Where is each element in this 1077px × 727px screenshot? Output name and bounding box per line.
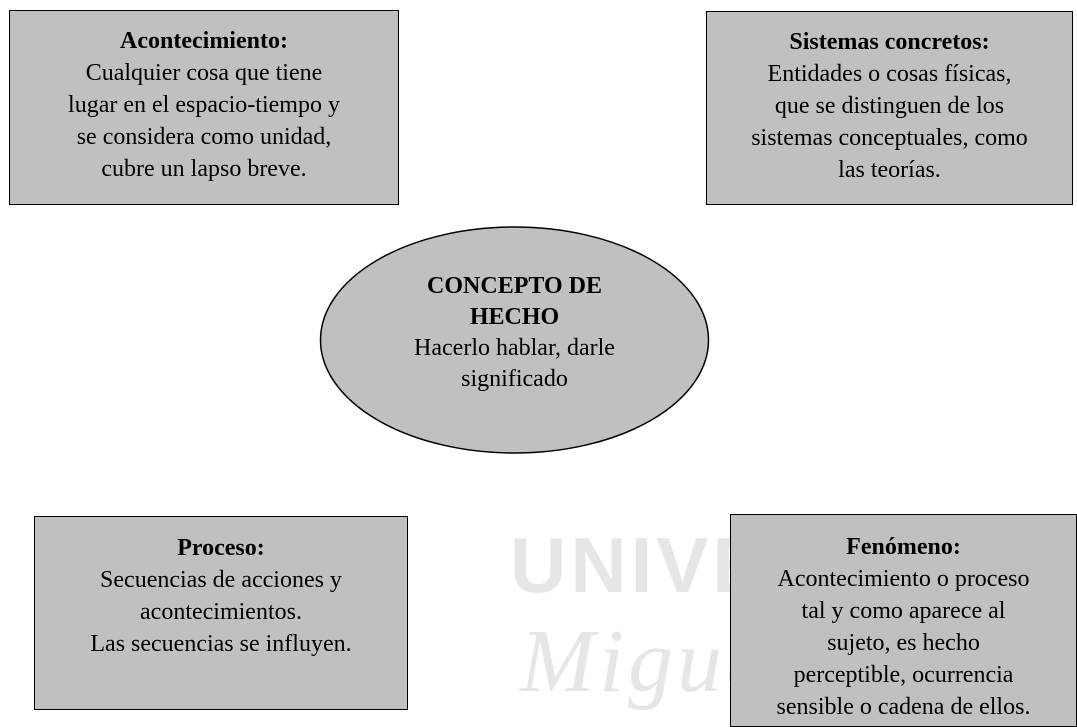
box-proceso-title: Proceso:: [177, 535, 265, 561]
center-ellipse: [319, 226, 710, 454]
box-proceso-body: Secuencias de acciones y acontecimientos…: [90, 567, 352, 657]
box-sistemas-concretos: Sistemas concretos: Entidades o cosas fí…: [706, 11, 1073, 205]
center-concept-body: Hacerlo hablar, darle significado: [414, 335, 615, 392]
box-acontecimiento: Acontecimiento: Cualquier cosa que tiene…: [9, 10, 399, 205]
box-acontecimiento-title: Acontecimiento:: [120, 28, 288, 54]
box-acontecimiento-body: Cualquier cosa que tiene lugar en el esp…: [68, 60, 340, 182]
box-fenomeno-body: Acontecimiento o proceso tal y como apar…: [776, 566, 1031, 720]
box-sistemas-concretos-title: Sistemas concretos:: [789, 29, 990, 55]
box-fenomeno: Fenómeno: Acontecimiento o proceso tal y…: [730, 514, 1077, 727]
box-sistemas-concretos-body: Entidades o cosas físicas, que se distin…: [751, 61, 1028, 183]
box-proceso: Proceso: Secuencias de acciones y aconte…: [34, 516, 408, 710]
center-concept-title: CONCEPTO DE HECHO: [427, 273, 602, 330]
center-concept: CONCEPTO DE HECHO Hacerlo hablar, darle …: [319, 225, 710, 455]
box-fenomeno-title: Fenómeno:: [846, 534, 961, 560]
